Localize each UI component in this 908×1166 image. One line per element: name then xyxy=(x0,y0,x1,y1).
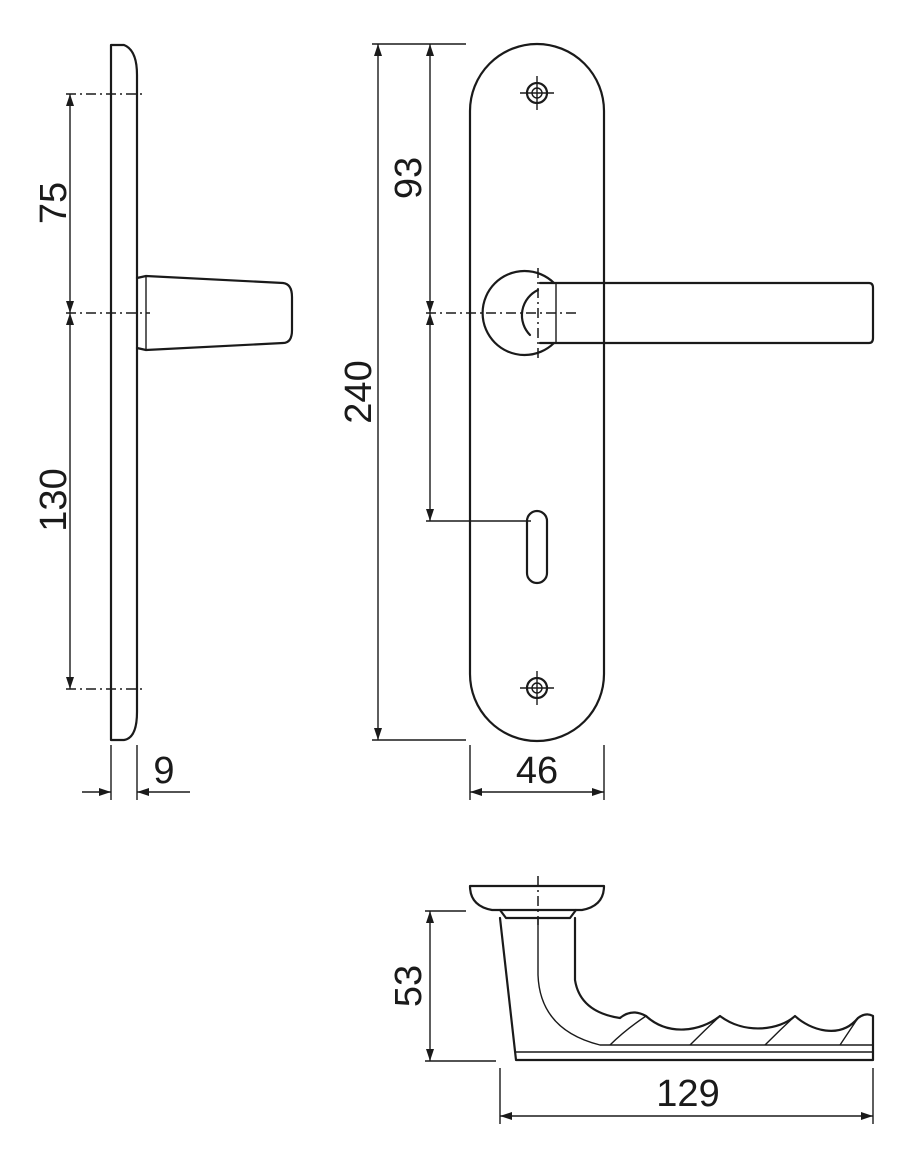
side-handle-stub xyxy=(135,274,294,352)
dim-label-9: 9 xyxy=(153,750,174,792)
keyhole xyxy=(525,509,549,585)
dim-label-75: 75 xyxy=(33,182,75,224)
lever-profile-view: 53 129 xyxy=(388,876,875,1124)
front-lever-rose xyxy=(481,269,556,357)
lever-rose-disc xyxy=(468,884,606,912)
dim-label-93: 93 xyxy=(388,157,430,199)
front-view: 240 93 46 xyxy=(338,42,875,800)
dim-label-129: 129 xyxy=(656,1073,719,1115)
front-plate-outline xyxy=(468,42,606,743)
bottom-screw-icon xyxy=(520,671,554,705)
side-view: 75 130 9 xyxy=(33,43,294,800)
dim-label-240: 240 xyxy=(338,360,380,423)
lever-body xyxy=(498,916,875,1062)
dim-label-130: 130 xyxy=(33,468,75,531)
front-lever-handle xyxy=(538,281,875,345)
side-plate-outline xyxy=(109,43,139,742)
dim-label-46: 46 xyxy=(516,750,558,792)
dim-label-53: 53 xyxy=(388,965,430,1007)
top-screw-icon xyxy=(520,76,554,110)
